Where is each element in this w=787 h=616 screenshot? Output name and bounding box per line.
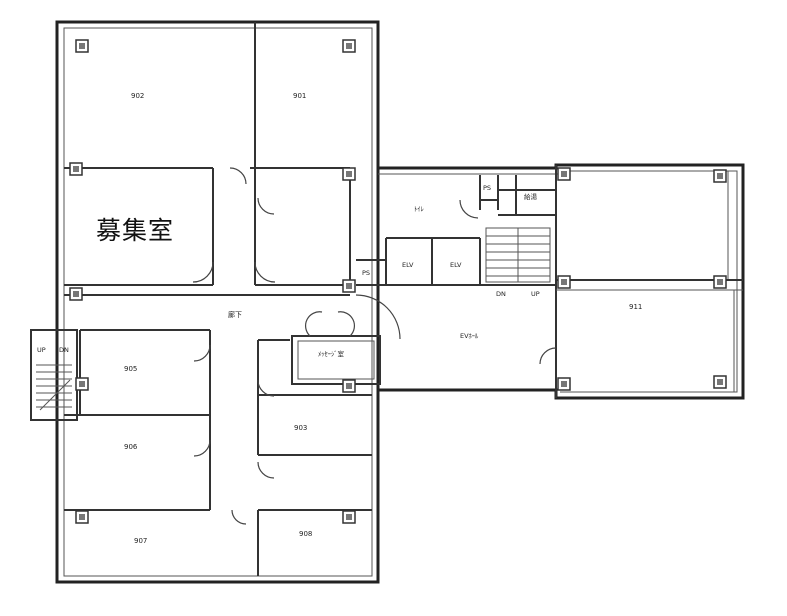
columns — [69, 39, 727, 524]
stair-up-right-label: UP — [531, 290, 540, 298]
outer-walls — [55, 20, 745, 584]
room-906-label: 906 — [124, 443, 138, 451]
interior-walls — [30, 22, 743, 576]
elv-1-label: ELV — [402, 261, 414, 269]
ps-label: PS — [362, 269, 370, 277]
room-901-label: 901 — [293, 92, 306, 100]
ev-hall-label: EVﾎｰﾙ — [460, 332, 479, 340]
stair-up-left-label: UP — [37, 346, 46, 354]
message-room-label: ﾒｯｾｰｼﾞ室 — [318, 349, 345, 358]
corridor-label: 廊下 — [228, 310, 242, 319]
room-907-label: 907 — [134, 537, 147, 545]
room-908-label: 908 — [299, 530, 312, 538]
doors — [192, 167, 557, 525]
room-911-label: 911 — [629, 303, 642, 311]
elv-2-label: ELV — [450, 261, 462, 269]
room-labels: 902 901 905 906 907 908 903 911 廊下 ﾄｲﾚ E… — [37, 92, 642, 545]
room-903-label: 903 — [294, 424, 307, 432]
toilet-label: ﾄｲﾚ — [414, 205, 424, 213]
stair-dn-right-label: DN — [496, 290, 506, 298]
vacancy-room-label: 募集室 — [96, 216, 175, 245]
stair-dn-left-label: DN — [59, 346, 69, 354]
kyutou-label: 給湯 — [524, 192, 538, 201]
ps-2-label: PS — [483, 184, 491, 192]
room-905-label: 905 — [124, 365, 137, 373]
room-902-label: 902 — [131, 92, 144, 100]
